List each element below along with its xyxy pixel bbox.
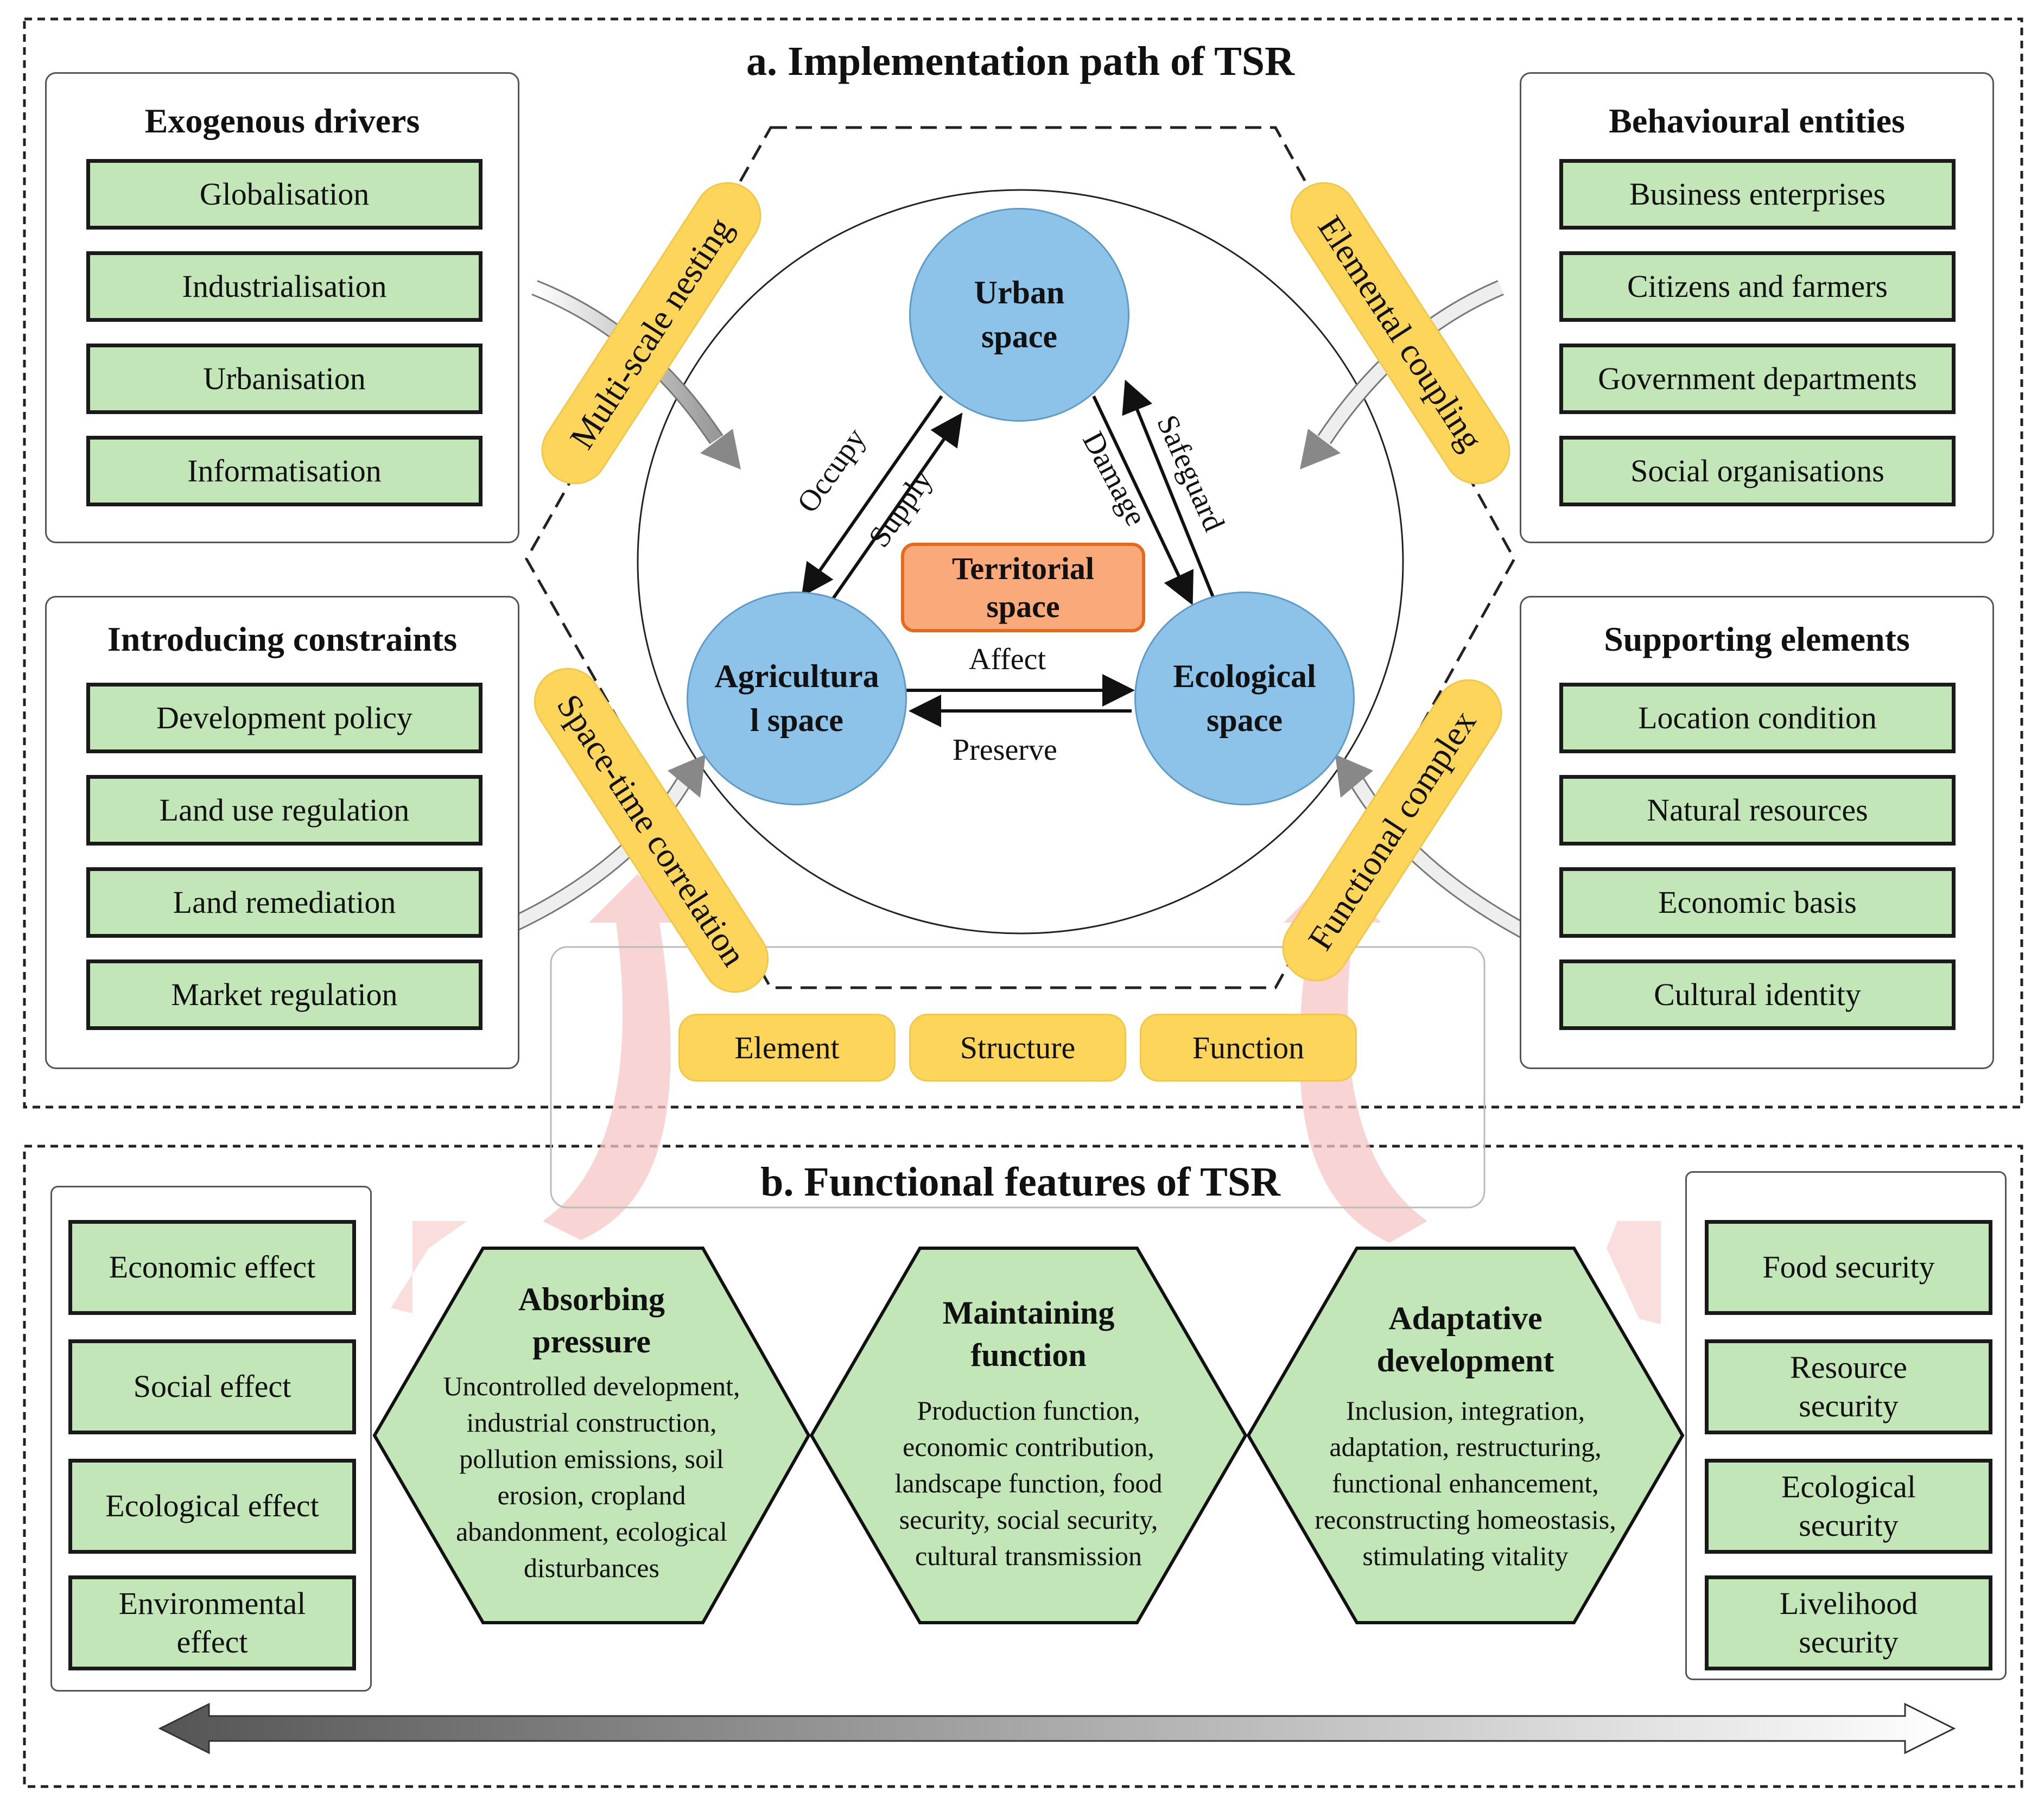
driver-globalisation: Globalisation (86, 159, 483, 230)
exogenous-drivers-title: Exogenous drivers (144, 101, 420, 140)
security-food: Food security (1705, 1220, 1992, 1315)
pink-arrow-left (543, 874, 687, 1240)
hexagon-absorbing-title: Absorbing pressure (518, 1281, 665, 1359)
entity-government-departments: Government departments (1559, 344, 1956, 414)
support-cultural-identity: Cultural identity (1559, 959, 1956, 1030)
hexagon-adaptative-text: Inclusion, integration, adaptation, rest… (1315, 1395, 1616, 1571)
constraint-land-remediation: Land remediation (86, 867, 483, 938)
section-a-frame (23, 17, 2023, 1109)
hexagon-adaptative-content: Adaptative development Inclusion, integr… (1270, 1297, 1661, 1574)
constraint-land-use-regulation: Land use regulation (86, 775, 483, 846)
tab-function: Function (1140, 1014, 1357, 1082)
hexagon-absorbing (372, 1247, 811, 1624)
bottom-gradient-arrow (158, 1702, 1956, 1755)
tab-structure: Structure (909, 1014, 1126, 1082)
pink-arrow-corner-right (1607, 1221, 1661, 1324)
constraint-development-policy: Development policy (86, 683, 483, 753)
pink-arrow-corner-left (391, 1221, 467, 1313)
effects-panel: Economic effect Social effect Ecological… (50, 1186, 372, 1692)
arrow-supply (829, 412, 963, 603)
hexagon-absorbing-content: Absorbing pressure Uncontrolled developm… (396, 1278, 787, 1586)
entity-citizens-farmers: Citizens and farmers (1559, 251, 1956, 322)
constraint-market-regulation: Market regulation (86, 959, 483, 1030)
ecological-space-circle: Ecological space (1134, 592, 1355, 805)
security-resource: Resource security (1705, 1339, 1992, 1434)
supporting-elements-panel: Supporting elements Location condition N… (1520, 596, 1994, 1069)
exogenous-drivers-panel: Exogenous drivers Globalisation Industri… (45, 72, 519, 543)
securities-panel: Food security Resource security Ecologic… (1685, 1171, 2007, 1680)
entity-business-enterprises: Business enterprises (1559, 159, 1956, 230)
hexagon-maintaining-text: Production function, economic contributi… (894, 1395, 1163, 1571)
urban-space-circle: Urban space (909, 208, 1129, 422)
support-location-condition: Location condition (1559, 683, 1956, 753)
entity-social-organisations: Social organisations (1559, 436, 1956, 506)
effect-ecological: Ecological effect (68, 1459, 356, 1554)
behavioural-entities-title: Behavioural entities (1609, 101, 1905, 140)
tab-element: Element (678, 1014, 896, 1082)
label-affect: Affect (969, 643, 1046, 676)
effect-environmental: Environmental effect (68, 1575, 356, 1670)
effect-social: Social effect (68, 1339, 356, 1434)
driver-urbanisation: Urbanisation (86, 344, 483, 414)
hexagon-maintaining-title: Maintaining function (942, 1295, 1115, 1373)
territorial-space-box: Territorial space (901, 543, 1145, 632)
dashed-hexagon (525, 126, 1516, 989)
hexagon-maintaining-content: Maintaining function Production function… (833, 1292, 1224, 1574)
driver-industrialisation: Industrialisation (86, 251, 483, 322)
arrow-occupy (801, 395, 943, 597)
section-a-title: a. Implementation path of TSR (746, 39, 1294, 84)
hexagon-maintaining (809, 1247, 1248, 1624)
introducing-constraints-panel: Introducing constraints Development poli… (45, 596, 519, 1069)
hexagon-adaptative-title: Adaptative development (1376, 1300, 1554, 1378)
hexagon-adaptative (1246, 1247, 1685, 1624)
driver-informatisation: Informatisation (86, 436, 483, 506)
supporting-elements-title: Supporting elements (1604, 620, 1910, 658)
agricultural-space-circle: Agricultura l space (687, 592, 907, 805)
section-b-frame (23, 1145, 2023, 1788)
tabs-panel (550, 946, 1486, 1209)
security-ecological: Ecological security (1705, 1459, 1992, 1554)
arrow-safeguard (1122, 379, 1215, 598)
introducing-constraints-title: Introducing constraints (107, 620, 458, 658)
label-preserve: Preserve (953, 733, 1057, 767)
effect-economic: Economic effect (68, 1220, 356, 1315)
support-economic-basis: Economic basis (1559, 867, 1956, 938)
security-livelihood: Livelihood security (1705, 1575, 1992, 1670)
hexagon-absorbing-text: Uncontrolled development, industrial con… (443, 1371, 740, 1583)
section-b-title: b. Functional features of TSR (760, 1159, 1280, 1205)
arrow-damage (1092, 395, 1194, 606)
behavioural-entities-panel: Behavioural entities Business enterprise… (1520, 72, 1994, 543)
support-natural-resources: Natural resources (1559, 775, 1956, 846)
